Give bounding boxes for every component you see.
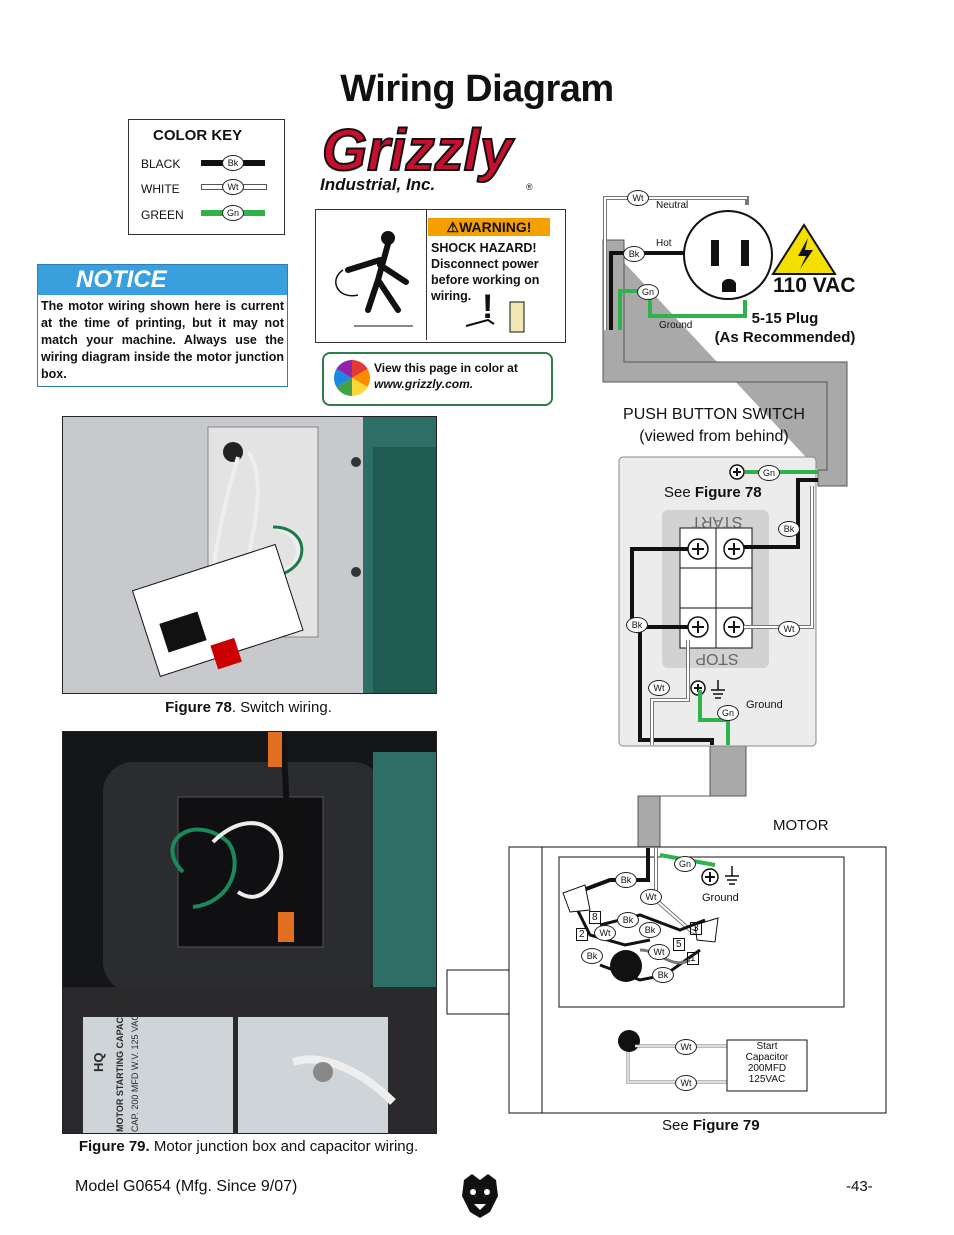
color-key-white-label: WHITE <box>141 182 180 196</box>
wire-tag-wt: Wt <box>648 944 670 960</box>
see-figure-78-ref[interactable]: Figure 78 <box>694 484 762 501</box>
motor-ground-label: Ground <box>702 892 739 904</box>
logo-sub: Industrial, Inc. <box>320 175 435 194</box>
black-wire-tag: Bk <box>222 155 244 171</box>
color-key-green-label: GREEN <box>141 208 184 222</box>
motor-title: MOTOR <box>773 817 829 834</box>
wire-tag-bk: Bk <box>581 948 603 964</box>
voltage-label: 110 VAC <box>773 274 856 297</box>
switch-title: PUSH BUTTON SWITCH (viewed from behind) <box>610 404 818 448</box>
capacitor-line1: Start <box>756 1041 778 1052</box>
neutral-label: Neutral <box>656 200 689 211</box>
wire-tag-wt: Wt <box>627 190 649 206</box>
capacitor-hq: HQ <box>91 1053 106 1073</box>
figure-79-caption-text: Motor junction box and capacitor wiring. <box>149 1138 419 1155</box>
figure-78-caption: Figure 78. Switch wiring. <box>62 699 435 716</box>
capacitor-line3: 200MFD <box>747 1063 787 1074</box>
color-key-black-label: BLACK <box>141 157 181 171</box>
figure-78-caption-text: . Switch wiring. <box>231 699 332 716</box>
see-figure-78: See Figure 78 <box>664 484 762 501</box>
terminal-2: 2 <box>576 928 588 941</box>
see-figure-78-prefix: See <box>664 484 695 501</box>
bear-logo-icon <box>462 1174 498 1218</box>
wire-tag-bk: Bk <box>639 922 661 938</box>
color-web-badge <box>322 352 553 406</box>
start-capacitor-label: Start Capacitor 200MFD 125VAC <box>727 1041 807 1085</box>
wire-tag-bk: Bk <box>778 521 800 537</box>
logo-mark: ® <box>526 182 533 192</box>
stop-label: STOP <box>695 650 739 667</box>
wire-tag-wt: Wt <box>675 1075 697 1091</box>
color-web-link[interactable]: www.grizzly.com. <box>374 377 474 391</box>
page-number: -43- <box>846 1178 873 1195</box>
color-wheel-icon <box>333 360 371 396</box>
wire-tag-bk: Bk <box>617 912 639 928</box>
capacitor-line4: 125VAC <box>748 1074 786 1085</box>
wire-tag-wt: Wt <box>675 1039 697 1055</box>
switch-title-line1: PUSH BUTTON SWITCH <box>623 406 805 423</box>
wire-tag-bk: Bk <box>623 246 645 262</box>
wire-tag-gn: Gn <box>674 856 696 872</box>
see-figure-79-ref[interactable]: Figure 79 <box>692 1117 760 1134</box>
plug-type-line2: (As Recommended) <box>714 329 856 346</box>
figure-79-photo: HQ MOTOR STARTING CAPACITOR CAP. 200 MFD… <box>62 731 437 1134</box>
notice-box: NOTICE The motor wiring shown here is cu… <box>37 264 288 387</box>
see-figure-79: See Figure 79 <box>662 1117 760 1134</box>
shock-figure-icon <box>318 210 428 340</box>
figure-79-caption: Figure 79. Motor junction box and capaci… <box>62 1137 435 1157</box>
start-label: START <box>691 513 743 530</box>
figure-78-photo <box>62 416 437 694</box>
color-web-line1: View this page in color at <box>374 361 518 375</box>
wire-tag-gn: Gn <box>758 465 780 481</box>
color-key-title: COLOR KEY <box>153 127 243 144</box>
warning-text: SHOCK HAZARD! Disconnect power before wo… <box>431 241 540 303</box>
model-footer: Model G0654 (Mfg. Since 9/07) <box>75 1178 298 1195</box>
switch-title-line2: (viewed from behind) <box>639 428 789 445</box>
capacitor-label-1: MOTOR STARTING CAPACITOR <box>115 995 125 1132</box>
plug-type-line1: 5-15 Plug <box>751 310 819 327</box>
capacitor-label-2: CAP. 200 MFD W.V. 125 VAC <box>130 1014 140 1132</box>
plug-ground-label: Ground <box>659 320 693 331</box>
plug-outlet-icon: ! <box>465 292 525 333</box>
wire-tag-bk: Bk <box>626 617 648 633</box>
plug-type: 5-15 Plug (As Recommended) <box>700 309 870 347</box>
svg-text:!: ! <box>482 292 493 326</box>
wire-tag-gn: Gn <box>717 705 739 721</box>
page-title: Wiring Diagram <box>340 68 614 110</box>
white-wire-tag: Wt <box>222 179 244 195</box>
logo-brand: Grizzly <box>322 118 515 183</box>
terminal-8: 8 <box>589 911 601 924</box>
warning-heading-text: WARNING! <box>459 219 532 235</box>
notice-body: The motor wiring shown here is current a… <box>41 299 284 381</box>
wire-tag-wt: Wt <box>594 925 616 941</box>
wire-tag-bk: Bk <box>652 967 674 983</box>
see-figure-79-prefix: See <box>662 1117 693 1134</box>
notice-heading: NOTICE <box>38 265 287 295</box>
wire-tag-gn: Gn <box>637 284 659 300</box>
terminal-3: 3 <box>690 922 702 935</box>
wire-tag-wt: Wt <box>640 889 662 905</box>
color-key: COLOR KEY BLACK Bk WHITE Wt GREEN Gn <box>128 119 285 235</box>
hot-label: Hot <box>656 238 672 249</box>
grizzly-logo: Grizzly Industrial, Inc. ® <box>318 117 544 196</box>
warning-heading: ⚠WARNING! <box>428 218 550 236</box>
terminal-1: 1 <box>687 952 699 965</box>
wire-tag-wt: Wt <box>648 680 670 696</box>
color-web-text: View this page in color at www.grizzly.c… <box>374 360 518 392</box>
switch-ground-label: Ground <box>746 699 783 711</box>
wire-tag-wt: Wt <box>778 621 800 637</box>
wire-tag-bk: Bk <box>615 872 637 888</box>
green-wire-tag: Gn <box>222 205 244 221</box>
figure-78-label: Figure 78 <box>165 699 232 716</box>
figure-79-label: Figure 79. <box>78 1138 150 1155</box>
capacitor-line2: Capacitor <box>745 1052 789 1063</box>
wiring-diagram <box>446 196 887 1114</box>
terminal-5: 5 <box>673 938 685 951</box>
